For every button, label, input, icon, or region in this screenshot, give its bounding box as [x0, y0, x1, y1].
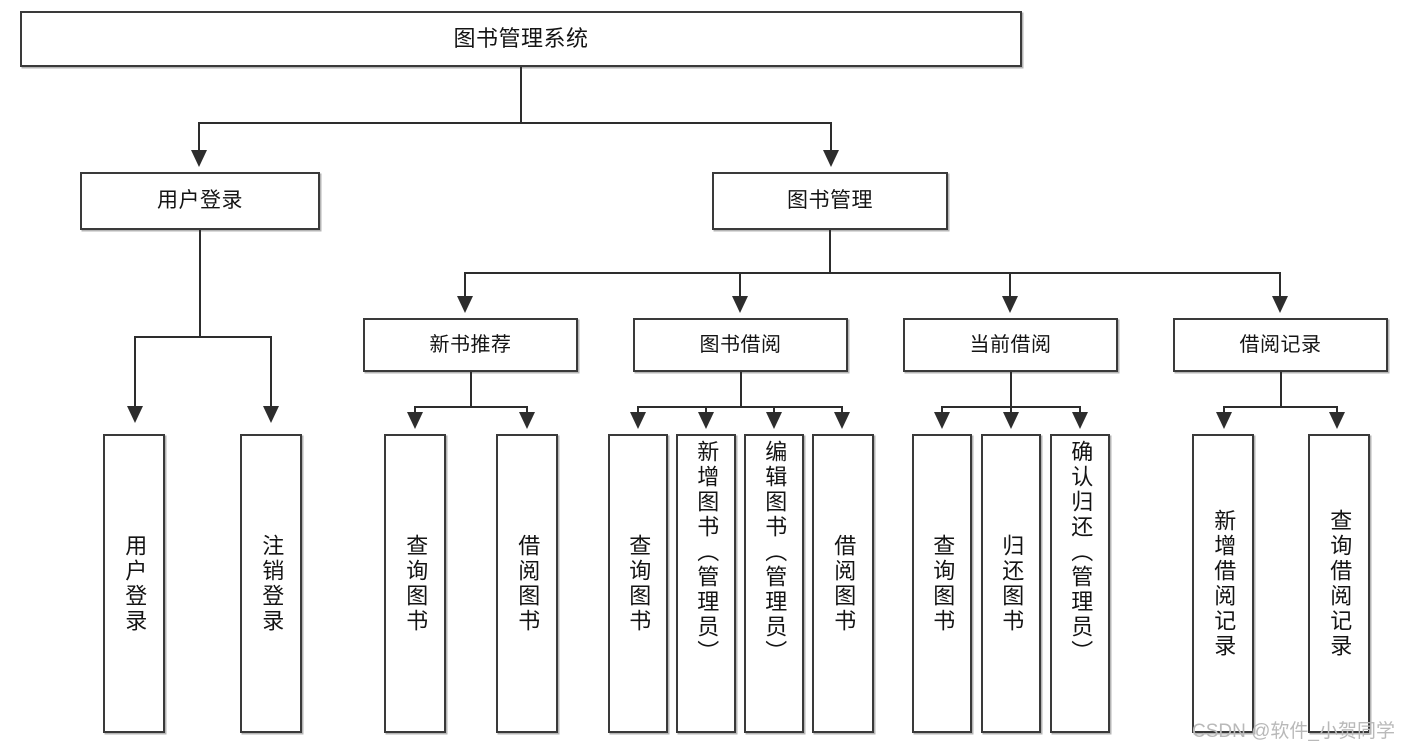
node-label: 注销登录	[259, 533, 285, 634]
arrowhead-to-user-login	[191, 150, 207, 167]
connector-book-manage-branch-4	[1279, 272, 1281, 298]
connector-book-borrow-branch-1	[637, 406, 639, 414]
node-borrow-record[interactable]: 借阅记录	[1173, 318, 1388, 372]
connector-book-borrow-branch-4	[841, 406, 843, 414]
arrowhead-borrow-record	[1272, 296, 1288, 313]
connector-user-login-stem	[199, 230, 201, 336]
arrowhead-book-borrow	[732, 296, 748, 313]
arrowhead-leaf-borrow-book-1	[519, 412, 535, 429]
node-label: 当前借阅	[969, 333, 1052, 356]
node-label: 查询图书	[930, 533, 956, 634]
node-leaf-query-record[interactable]: 查询借阅记录	[1308, 434, 1370, 733]
connector-book-manage-branch-3	[1009, 272, 1011, 298]
watermark-text: CSDN @软件_小贺同学	[1192, 721, 1395, 742]
connector-user-login-branch-1	[134, 336, 136, 408]
connector-book-manage-bus	[464, 272, 1281, 274]
node-book-borrow[interactable]: 图书借阅	[633, 318, 848, 372]
node-label: 用户登录	[122, 533, 148, 634]
connector-current-borrow-branch-3	[1079, 406, 1081, 414]
node-leaf-query-book-1[interactable]: 查询图书	[384, 434, 446, 733]
connector-new-book-rec-stem	[470, 372, 472, 406]
arrowhead-new-book-rec	[457, 296, 473, 313]
node-book-manage[interactable]: 图书管理	[712, 172, 948, 230]
arrowhead-leaf-query-book-3	[934, 412, 950, 429]
node-label: 归还图书	[999, 533, 1025, 634]
node-label: 借阅记录	[1239, 333, 1322, 356]
connector-book-manage-branch-2	[739, 272, 741, 298]
arrowhead-leaf-confirm-return	[1072, 412, 1088, 429]
connector-book-borrow-stem	[740, 372, 742, 406]
node-leaf-add-book[interactable]: 新增图书（管理员）	[676, 434, 736, 733]
arrowhead-leaf-query-book-2	[630, 412, 646, 429]
connector-borrow-record-branch-1	[1223, 406, 1225, 414]
connector-new-book-rec-branch-2	[526, 406, 528, 414]
node-leaf-borrow-book-2[interactable]: 借阅图书	[812, 434, 874, 733]
node-label: 用户登录	[157, 188, 243, 212]
connector-root-to-book-manage	[830, 122, 832, 152]
connector-borrow-record-stem	[1280, 372, 1282, 406]
connector-new-book-rec-bus	[414, 406, 528, 408]
arrowhead-leaf-user-login	[127, 406, 143, 423]
node-root-system[interactable]: 图书管理系统	[20, 11, 1022, 67]
node-leaf-edit-book[interactable]: 编辑图书（管理员）	[744, 434, 804, 733]
connector-book-manage-branch-1	[464, 272, 466, 298]
node-label: 借阅图书	[515, 533, 541, 634]
node-leaf-add-record[interactable]: 新增借阅记录	[1192, 434, 1254, 733]
node-label: 借阅图书	[831, 533, 857, 634]
node-leaf-query-book-2[interactable]: 查询图书	[608, 434, 668, 733]
node-current-borrow[interactable]: 当前借阅	[903, 318, 1118, 372]
connector-root-bus	[198, 122, 832, 124]
connector-borrow-record-bus	[1223, 406, 1338, 408]
node-leaf-return-book[interactable]: 归还图书	[981, 434, 1041, 733]
connector-current-borrow-branch-1	[941, 406, 943, 414]
connector-user-login-bus	[134, 336, 272, 338]
node-leaf-query-book-3[interactable]: 查询图书	[912, 434, 972, 733]
connector-book-borrow-bus	[637, 406, 843, 408]
node-label: 图书借阅	[699, 333, 782, 356]
arrowhead-leaf-user-logout	[263, 406, 279, 423]
node-label: 新增借阅记录	[1211, 508, 1237, 659]
arrowhead-leaf-edit-book	[766, 412, 782, 429]
node-label: 确认归还（管理员）	[1068, 440, 1094, 665]
arrowhead-to-book-manage	[823, 150, 839, 167]
node-user-login[interactable]: 用户登录	[80, 172, 320, 230]
connector-book-borrow-branch-2	[705, 406, 707, 414]
node-leaf-user-logout[interactable]: 注销登录	[240, 434, 302, 733]
connector-book-borrow-branch-3	[773, 406, 775, 414]
arrowhead-leaf-query-book-1	[407, 412, 423, 429]
node-label: 图书管理	[787, 188, 873, 212]
connector-book-manage-stem	[829, 230, 831, 272]
node-new-book-rec[interactable]: 新书推荐	[363, 318, 578, 372]
connector-root-stem	[520, 67, 522, 122]
node-label: 查询图书	[403, 533, 429, 634]
arrowhead-current-borrow	[1002, 296, 1018, 313]
arrowhead-leaf-borrow-book-2	[834, 412, 850, 429]
arrowhead-leaf-add-book	[698, 412, 714, 429]
connector-new-book-rec-branch-1	[414, 406, 416, 414]
arrowhead-leaf-query-record	[1329, 412, 1345, 429]
connector-current-borrow-stem	[1010, 372, 1012, 406]
node-label: 图书管理系统	[453, 26, 589, 52]
node-label: 查询借阅记录	[1327, 508, 1353, 659]
node-label: 新书推荐	[429, 333, 512, 356]
connector-current-borrow-branch-2	[1010, 406, 1012, 414]
arrowhead-leaf-return-book	[1003, 412, 1019, 429]
node-leaf-confirm-return[interactable]: 确认归还（管理员）	[1050, 434, 1110, 733]
arrowhead-leaf-add-record	[1216, 412, 1232, 429]
connector-root-to-user-login	[198, 122, 200, 152]
node-leaf-user-login[interactable]: 用户登录	[103, 434, 165, 733]
connector-borrow-record-branch-2	[1336, 406, 1338, 414]
node-leaf-borrow-book-1[interactable]: 借阅图书	[496, 434, 558, 733]
node-label: 编辑图书（管理员）	[762, 440, 788, 665]
node-label: 新增图书（管理员）	[694, 440, 720, 665]
connector-user-login-branch-2	[270, 336, 272, 408]
node-label: 查询图书	[626, 533, 652, 634]
